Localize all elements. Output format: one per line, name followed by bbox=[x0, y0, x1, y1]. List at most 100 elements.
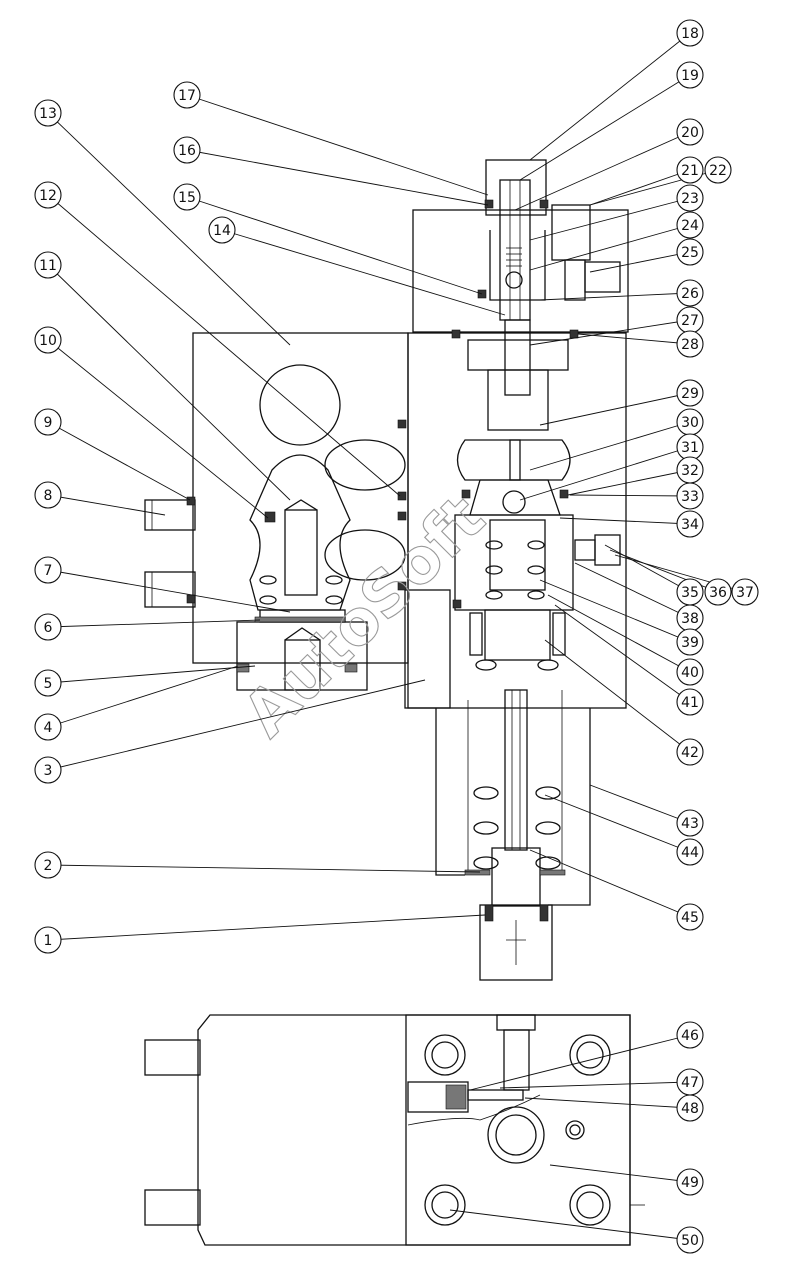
leader-lines bbox=[47, 32, 746, 1241]
callout-50: 50 bbox=[676, 1226, 704, 1254]
leader-line-32 bbox=[567, 469, 691, 496]
callout-number: 49 bbox=[681, 1175, 699, 1191]
callout-number: 28 bbox=[681, 337, 699, 353]
callout-10: 10 bbox=[34, 326, 62, 354]
lower-spring bbox=[473, 659, 561, 870]
bottom-view bbox=[144, 1014, 645, 1246]
callout-number: 27 bbox=[681, 313, 699, 329]
check-spring bbox=[485, 540, 545, 600]
callout-number: 46 bbox=[681, 1028, 699, 1044]
callout-11: 11 bbox=[34, 251, 62, 279]
bottom-cap bbox=[479, 904, 553, 981]
leader-line-3 bbox=[47, 679, 426, 771]
callout-number: 8 bbox=[44, 488, 53, 504]
callout-number: 9 bbox=[44, 415, 53, 431]
callout-bubble bbox=[34, 756, 62, 784]
callout-34: 34 bbox=[676, 510, 704, 538]
callout-28: 28 bbox=[676, 330, 704, 358]
callout-39: 39 bbox=[676, 628, 704, 656]
callout-number: 7 bbox=[44, 563, 53, 579]
callout-25: 25 bbox=[676, 238, 704, 266]
callout-bubble bbox=[208, 216, 236, 244]
leader-line-9 bbox=[47, 421, 191, 501]
callout-bubble bbox=[704, 156, 732, 184]
callout-21: 21 bbox=[676, 156, 704, 184]
callout-bubble bbox=[34, 556, 62, 584]
callout-bubble bbox=[676, 838, 704, 866]
callout-bubble bbox=[676, 628, 704, 656]
callout-14: 14 bbox=[208, 216, 236, 244]
leader-line-31 bbox=[519, 446, 691, 501]
leader-line-24 bbox=[529, 224, 691, 271]
callout-35: 35 bbox=[676, 578, 704, 606]
callout-number: 32 bbox=[681, 463, 699, 479]
callout-bubble bbox=[676, 379, 704, 407]
leader-line-7 bbox=[47, 569, 291, 613]
callout-bubble bbox=[676, 510, 704, 538]
callout-33: 33 bbox=[676, 482, 704, 510]
callout-number: 33 bbox=[681, 489, 699, 505]
callout-bubble bbox=[34, 613, 62, 641]
callout-number: 18 bbox=[681, 26, 699, 42]
check-ball bbox=[502, 490, 526, 514]
callout-bubble bbox=[676, 738, 704, 766]
callout-bubble bbox=[676, 279, 704, 307]
callout-number: 40 bbox=[681, 665, 699, 681]
callout-bubble bbox=[676, 658, 704, 686]
callout-23: 23 bbox=[676, 184, 704, 212]
callout-29: 29 bbox=[676, 379, 704, 407]
callout-1: 1 bbox=[34, 926, 62, 954]
callout-number: 38 bbox=[681, 611, 699, 627]
leader-line-16 bbox=[186, 149, 489, 206]
callout-30: 30 bbox=[676, 408, 704, 436]
callout-bubble bbox=[173, 183, 201, 211]
leader-line-15 bbox=[186, 196, 483, 295]
leader-line-25 bbox=[589, 251, 691, 273]
callout-number: 45 bbox=[681, 910, 699, 926]
left-spring bbox=[259, 575, 343, 605]
callout-bubble bbox=[34, 926, 62, 954]
callout-bubble bbox=[34, 713, 62, 741]
leader-line-38 bbox=[574, 562, 691, 619]
callout-number: 3 bbox=[44, 763, 53, 779]
leader-line-17 bbox=[186, 94, 489, 196]
callout-number: 10 bbox=[39, 333, 57, 349]
callout-bubble bbox=[676, 238, 704, 266]
callout-number: 42 bbox=[681, 745, 699, 761]
callout-number: 44 bbox=[681, 845, 699, 861]
callout-number: 6 bbox=[44, 620, 53, 636]
callout-bubble bbox=[34, 669, 62, 697]
callout-bubble bbox=[676, 156, 704, 184]
left-upper-port bbox=[259, 364, 341, 446]
left-port-fitting-upper bbox=[144, 499, 196, 531]
spindle bbox=[504, 689, 528, 851]
callout-bubble bbox=[676, 482, 704, 510]
callout-15: 15 bbox=[173, 183, 201, 211]
callout-number: 14 bbox=[213, 223, 231, 239]
callout-27: 27 bbox=[676, 306, 704, 334]
callout-2: 2 bbox=[34, 851, 62, 879]
leader-line-42 bbox=[544, 639, 691, 753]
right-body bbox=[407, 332, 627, 709]
callout-number: 34 bbox=[681, 517, 699, 533]
callout-number: 24 bbox=[681, 218, 699, 234]
callout-12: 12 bbox=[34, 181, 62, 209]
leader-line-30 bbox=[529, 421, 691, 471]
callout-bubble bbox=[676, 184, 704, 212]
callout-number: 43 bbox=[681, 816, 699, 832]
callout-22: 22 bbox=[704, 156, 732, 184]
leader-line-20 bbox=[514, 131, 691, 211]
callout-bubble bbox=[34, 408, 62, 436]
callout-7: 7 bbox=[34, 556, 62, 584]
leader-line-4 bbox=[47, 665, 239, 728]
callout-bubble bbox=[173, 136, 201, 164]
callout-number: 19 bbox=[681, 68, 699, 84]
callout-number: 30 bbox=[681, 415, 699, 431]
callout-number: 25 bbox=[681, 245, 699, 261]
callout-48: 48 bbox=[676, 1094, 704, 1122]
callout-37: 37 bbox=[731, 578, 759, 606]
callout-45: 45 bbox=[676, 903, 704, 931]
callout-41: 41 bbox=[676, 688, 704, 716]
callout-number: 15 bbox=[178, 190, 196, 206]
callout-number: 20 bbox=[681, 125, 699, 141]
